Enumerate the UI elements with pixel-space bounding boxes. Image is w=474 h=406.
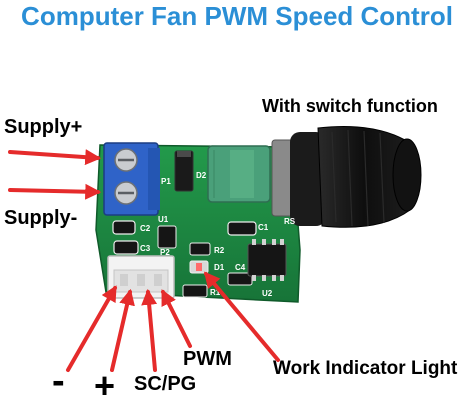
silk-rs: RS (284, 217, 296, 226)
arrow-work-indicator (203, 271, 280, 362)
arrow-supply-plus (8, 149, 102, 166)
label-plus: + (94, 365, 116, 406)
arrow-minus (66, 285, 117, 372)
silk-c4: C4 (235, 263, 246, 272)
fan-connector (107, 255, 175, 299)
silk-c1: C1 (258, 223, 269, 232)
silk-u1: U1 (158, 215, 169, 224)
ic-u2 (247, 239, 287, 281)
diode-d2 (174, 150, 194, 192)
label-supply-plus: Supply+ (4, 116, 83, 138)
arrow-plus (110, 288, 135, 372)
page-title: Computer Fan PWM Speed Control (21, 1, 453, 31)
potentiometer (271, 126, 422, 228)
silk-c2: C2 (140, 224, 151, 233)
label-supply-minus: Supply- (4, 207, 78, 229)
inductor (207, 145, 271, 203)
label-switch-function: With switch function (262, 96, 438, 116)
smd-c2 (112, 220, 136, 235)
smd-u1 (157, 225, 177, 249)
silk-u2: U2 (262, 289, 273, 298)
silk-p2: P2 (160, 248, 170, 257)
label-pwm: PWM (183, 348, 232, 370)
smd-c3 (113, 240, 139, 255)
label-minus: - (52, 360, 65, 402)
silk-d2: D2 (196, 171, 207, 180)
led-d1 (189, 260, 209, 274)
silk-r1: R1 (210, 288, 221, 297)
smd-r1 (182, 284, 208, 298)
silk-c3: C3 (140, 244, 151, 253)
smd-c1 (227, 221, 257, 236)
label-sc-pg: SC/PG (134, 373, 197, 395)
silk-p1: P1 (161, 177, 171, 186)
silk-r2: R2 (214, 246, 225, 255)
silk-d1: D1 (214, 263, 225, 272)
terminal-block (103, 142, 160, 216)
arrow-pwm (161, 289, 192, 348)
arrow-sc-pg (141, 288, 158, 372)
arrow-supply-minus (8, 183, 102, 200)
smd-r2 (189, 242, 211, 256)
label-work-indicator: Work Indicator Light (273, 358, 458, 379)
